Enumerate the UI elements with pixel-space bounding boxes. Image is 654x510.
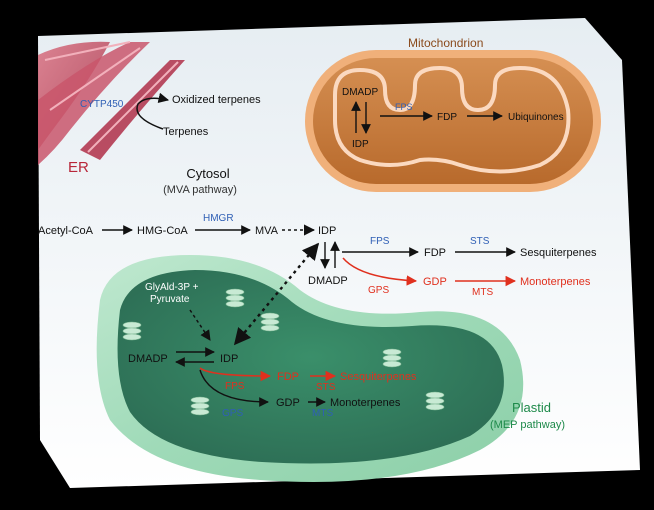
plastid-title: Plastid <box>512 400 551 415</box>
arrow-idp-to-gdp-red <box>342 257 418 286</box>
cytosol-mts-label: MTS <box>472 287 493 298</box>
cytosol-title: Cytosol <box>186 166 229 181</box>
plastid-arrow-to-fdp-red <box>199 367 272 382</box>
plastid-gdp: GDP <box>276 397 300 409</box>
cytosol-dmadp: DMADP <box>308 275 348 287</box>
plastid-sesquiterpenes: Sesquiterpenes <box>340 371 417 383</box>
mito-ubiquinones: Ubiquinones <box>508 112 564 123</box>
mitochondrion-title: Mitochondrion <box>408 36 483 50</box>
cytosol-gdp: GDP <box>423 276 447 288</box>
cytp450-label: CYTP450 <box>80 99 124 110</box>
idp-transport-arrow <box>233 242 320 346</box>
cytosol-sts-label: STS <box>470 236 490 247</box>
mva: MVA <box>255 225 279 237</box>
plastid-idp: IDP <box>220 353 238 365</box>
cytosol-subtitle: (MVA pathway) <box>163 184 237 196</box>
cytosol-idp: IDP <box>318 225 336 237</box>
plastid-arrow-to-gdp <box>199 369 269 407</box>
terpenes-label: Terpenes <box>163 126 209 138</box>
cytosol-gps-label: GPS <box>368 285 389 296</box>
cytp450-curved-arrow <box>136 92 170 130</box>
plastid-sts-label: STS <box>316 382 336 393</box>
arrow-glyald-to-idp <box>189 309 211 341</box>
cytosol-fps-label: FPS <box>370 236 390 247</box>
acetyl-coa: Acetyl-CoA <box>38 225 94 237</box>
mitochondrion <box>305 50 601 192</box>
plastid-glyald-line1: GlyAld-3P + <box>145 282 199 293</box>
plastid <box>96 255 524 482</box>
plastid-glyald-line2: Pyruvate <box>150 294 190 305</box>
oxidized-terpenes-label: Oxidized terpenes <box>172 94 261 106</box>
cytosol-monoterpenes: Monoterpenes <box>520 276 591 288</box>
cytosol-sesquiterpenes: Sesquiterpenes <box>520 247 597 259</box>
plastid-subtitle: (MEP pathway) <box>490 419 565 431</box>
plastid-dmadp: DMADP <box>128 353 168 365</box>
plastid-monoterpenes: Monoterpenes <box>330 397 401 409</box>
plastid-fdp: FDP <box>277 371 299 383</box>
hmg-coa: HMG-CoA <box>137 225 188 237</box>
plastid-mts-label: MTS <box>312 408 333 419</box>
mito-dmadp: DMADP <box>342 87 378 98</box>
plastid-fps-label: FPS <box>225 381 245 392</box>
cytosol-fdp: FDP <box>424 247 446 259</box>
hmgr-label: HMGR <box>203 213 234 224</box>
mito-fdp: FDP <box>437 112 457 123</box>
mito-fps-label: FPS <box>395 102 413 112</box>
mito-idp: IDP <box>352 139 369 150</box>
plastid-gps-label: GPS <box>222 408 243 419</box>
er-membrane <box>38 41 185 165</box>
er-label: ER <box>68 159 89 176</box>
